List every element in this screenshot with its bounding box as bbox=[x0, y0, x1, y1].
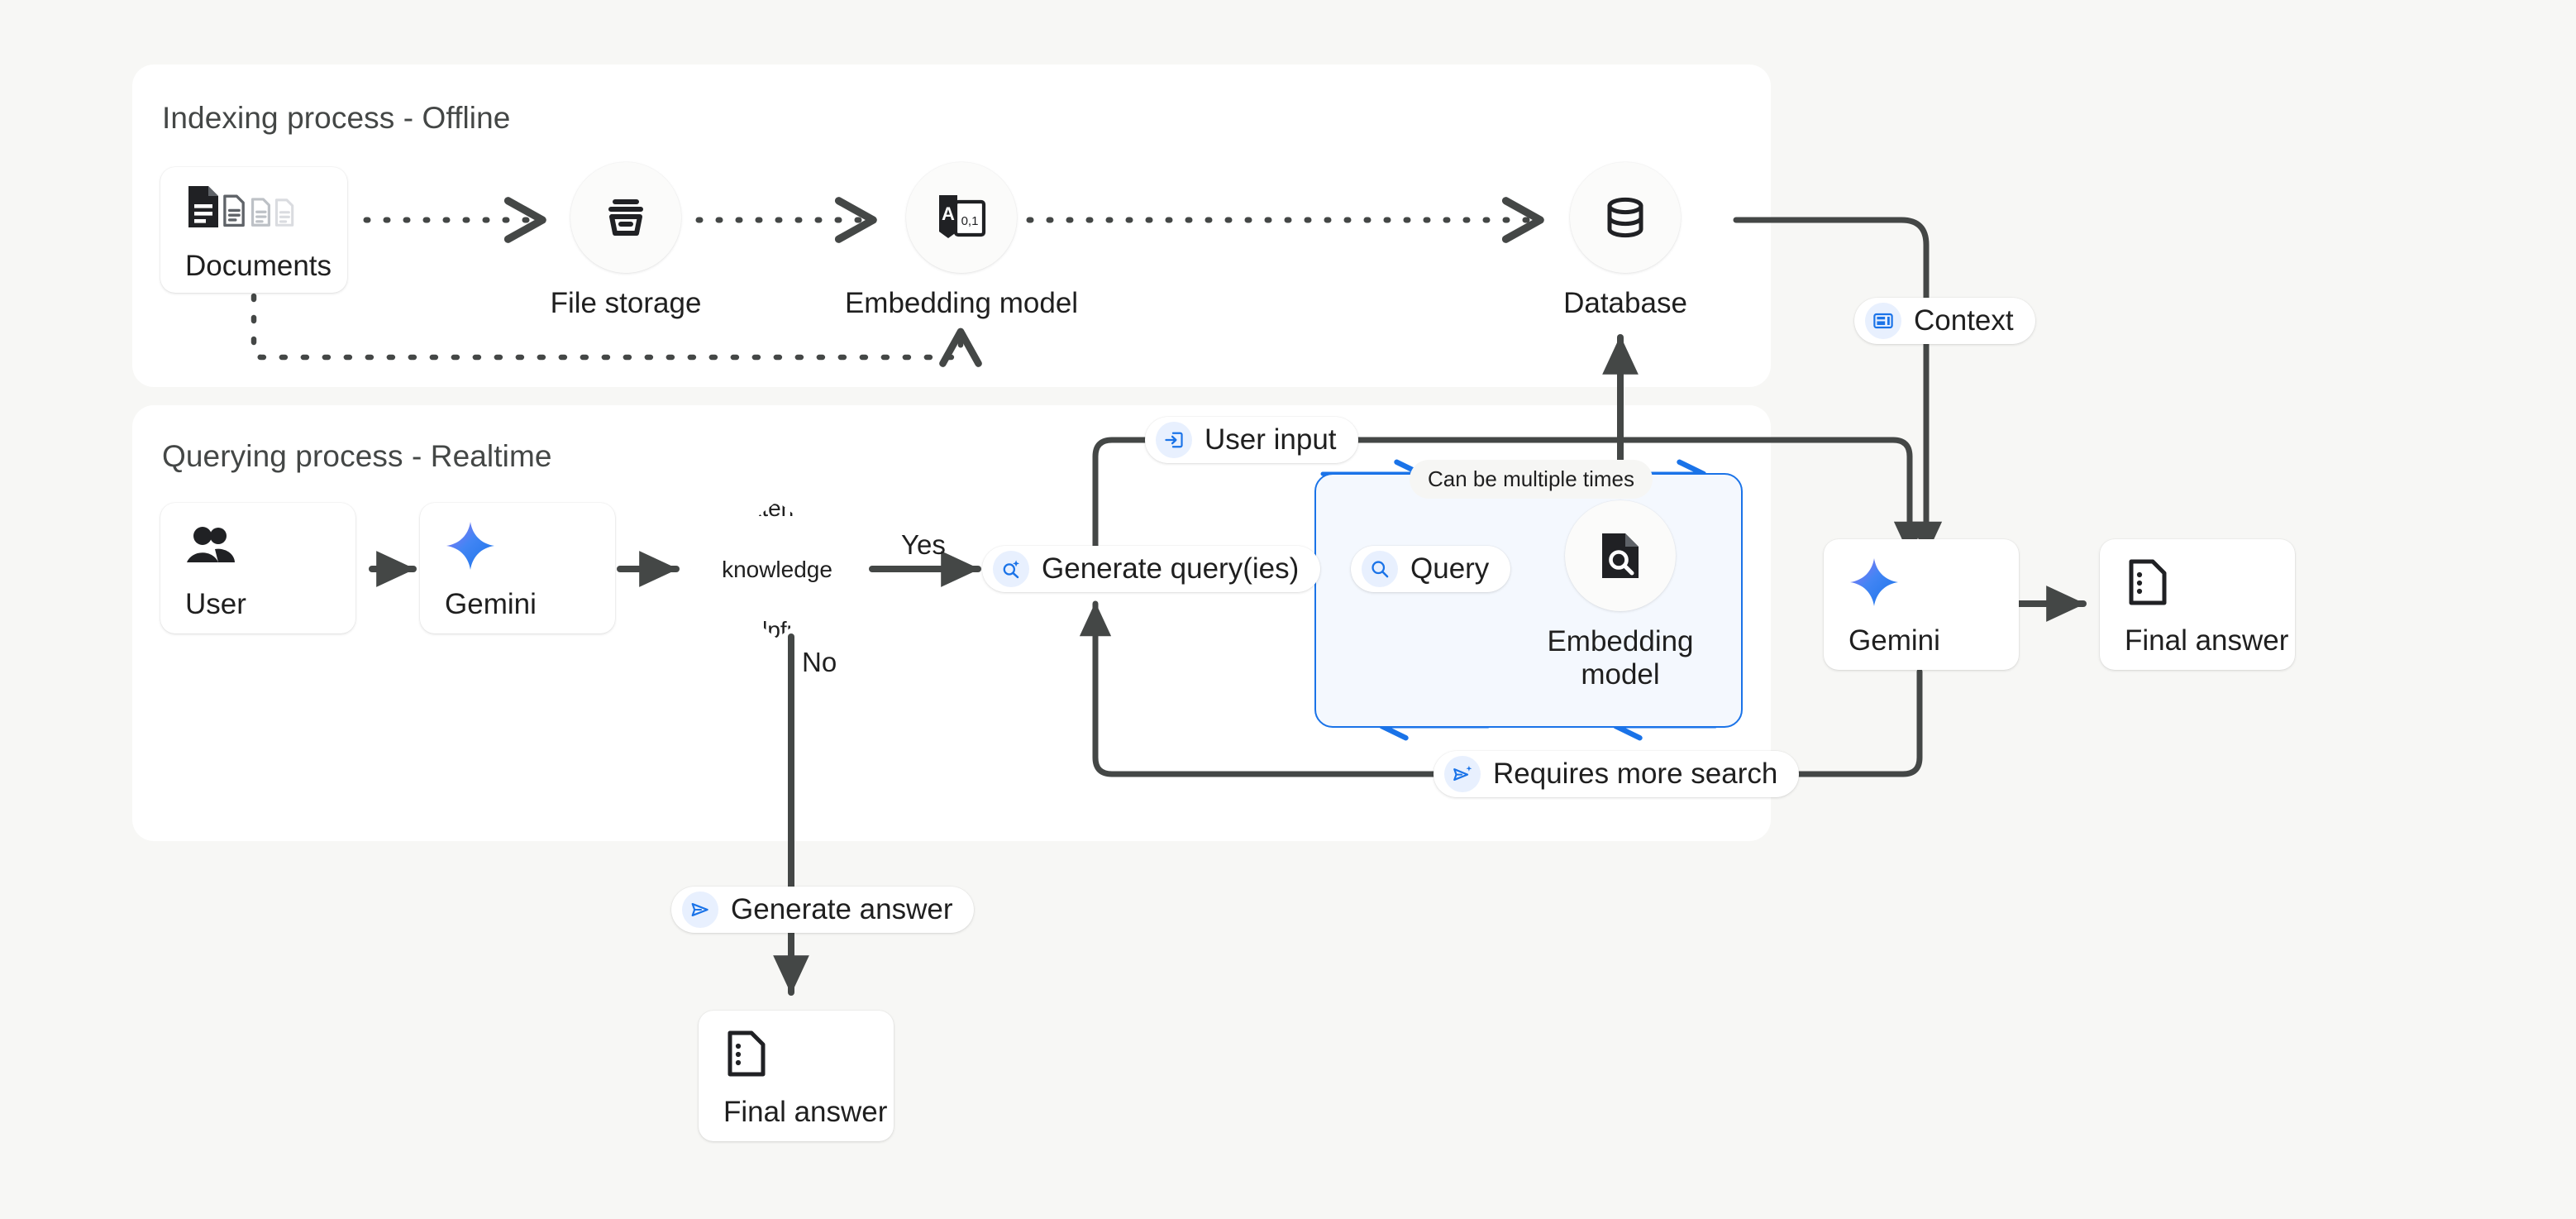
panel-indexing-title: Indexing process - Offline bbox=[162, 101, 511, 135]
node-user[interactable]: User bbox=[160, 503, 355, 633]
loop-caption: Can be multiple times bbox=[1410, 460, 1653, 499]
input-arrow-icon bbox=[1156, 422, 1192, 458]
people-icon bbox=[185, 515, 355, 576]
node-final-answer-bottom-label: Final answer bbox=[723, 1096, 888, 1128]
text-to-vector-icon: 0,1 A bbox=[939, 195, 986, 238]
search-sparkle-icon bbox=[993, 551, 1029, 587]
pill-query[interactable]: Query bbox=[1351, 546, 1511, 592]
node-documents[interactable]: Documents bbox=[160, 167, 347, 293]
node-database-label: Database bbox=[1563, 287, 1687, 319]
pill-user-input-label: User input bbox=[1205, 423, 1337, 456]
node-embedding-model-label: Embedding model bbox=[844, 287, 1079, 319]
node-file-storage-label: File storage bbox=[550, 287, 702, 319]
no-label: No bbox=[802, 647, 837, 677]
pill-generate-queries[interactable]: Generate query(ies) bbox=[982, 546, 1321, 592]
node-final-answer-bottom[interactable]: Final answer bbox=[699, 1011, 894, 1141]
pill-context-label: Context bbox=[1914, 304, 2014, 337]
search-icon bbox=[1362, 551, 1398, 587]
edge-database-to-gemini-right bbox=[1733, 217, 1943, 557]
node-gemini-right-label: Gemini bbox=[1849, 624, 1940, 657]
pill-generate-answer-label: Generate answer bbox=[731, 893, 953, 925]
pill-context[interactable]: Context bbox=[1854, 298, 2035, 344]
node-embedding-model[interactable]: 0,1 A bbox=[906, 162, 1017, 273]
panel-querying-title: Querying process - Realtime bbox=[162, 439, 552, 473]
context-panel-icon bbox=[1865, 303, 1901, 339]
node-user-label: User bbox=[185, 588, 246, 620]
node-file-storage[interactable] bbox=[570, 162, 681, 273]
send-sparkle-icon bbox=[1444, 756, 1481, 792]
node-documents-label: Documents bbox=[185, 250, 332, 282]
svg-text:0,1: 0,1 bbox=[961, 214, 979, 228]
final-answer-icon bbox=[723, 1023, 894, 1084]
pill-query-label: Query bbox=[1410, 552, 1490, 585]
send-icon bbox=[682, 892, 718, 928]
yes-label: Yes bbox=[901, 529, 946, 560]
node-final-answer-right[interactable]: Final answer bbox=[2100, 539, 2295, 670]
pill-requires-more-search-label: Requires more search bbox=[1493, 758, 1778, 790]
node-gemini-left-label: Gemini bbox=[445, 588, 537, 620]
pill-requires-more-search[interactable]: Requires more search bbox=[1433, 751, 1800, 797]
doc-search-icon bbox=[1602, 533, 1639, 578]
pill-generate-answer[interactable]: Generate answer bbox=[671, 887, 975, 933]
pill-generate-queries-label: Generate query(ies) bbox=[1042, 552, 1300, 585]
edge-documents-feedback-to-embedding bbox=[250, 293, 982, 367]
node-gemini-left[interactable]: Gemini bbox=[420, 503, 615, 633]
final-answer-icon bbox=[2125, 552, 2295, 613]
decision-label: External knowledge helpful? bbox=[722, 495, 832, 643]
pill-user-input[interactable]: User input bbox=[1145, 417, 1358, 463]
node-embedding-model-query-label: Embedding model bbox=[1547, 625, 1694, 691]
retrieval-loop-box bbox=[1314, 473, 1743, 728]
node-database[interactable] bbox=[1570, 162, 1681, 273]
svg-text:A: A bbox=[942, 203, 955, 224]
documents-icon bbox=[185, 177, 347, 238]
gemini-spark-icon bbox=[445, 515, 615, 576]
node-embedding-model-query[interactable] bbox=[1565, 500, 1676, 611]
gemini-spark-icon bbox=[1849, 552, 2019, 613]
database-icon bbox=[1607, 197, 1643, 238]
node-final-answer-right-label: Final answer bbox=[2125, 624, 2289, 657]
file-storage-icon bbox=[608, 199, 643, 236]
node-gemini-right[interactable]: Gemini bbox=[1824, 539, 2019, 670]
edge-user-input-to-gemini-right bbox=[1092, 437, 1926, 557]
